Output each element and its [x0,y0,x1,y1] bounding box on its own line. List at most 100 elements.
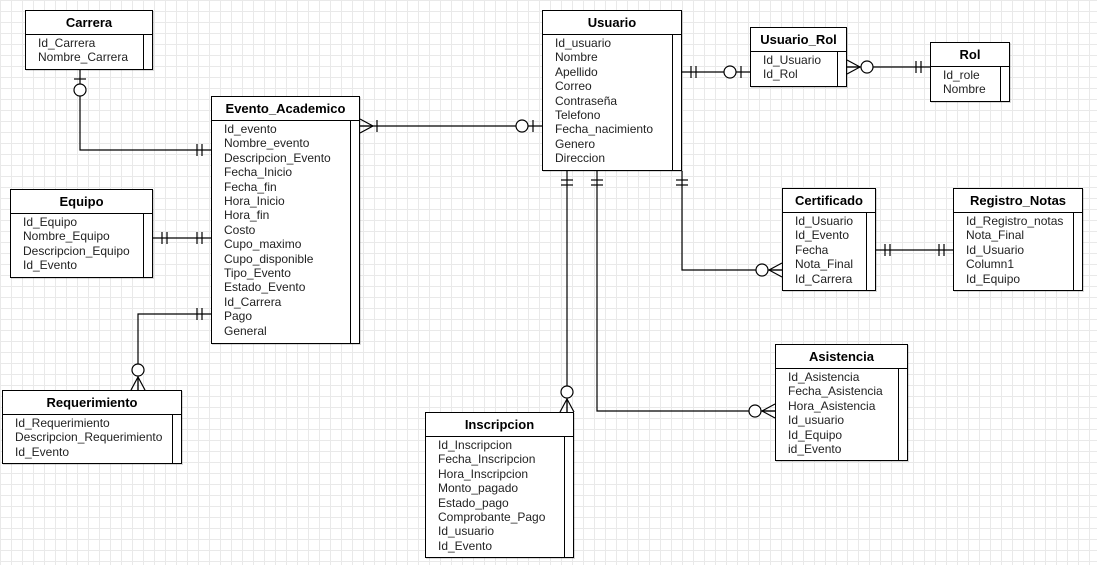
cardinality-circle [73,83,87,97]
relationship-usuario-rol-rol [846,59,930,75]
entity-field: Fecha_nacimiento [555,122,654,137]
entity-field: Id_Inscripcion [438,438,513,452]
entity-field: Direccion [555,151,606,166]
entity-field: Id_Asistencia [788,370,860,384]
entity-field: Id_Carrera [38,36,96,50]
crow-foot-prong [768,269,783,278]
entity-title: Carrera [26,11,152,35]
entity-field: Id_Evento [23,258,78,273]
entity-field: Nota_Final [966,228,1025,243]
entity-field: Nombre_Carrera [38,50,129,65]
crow-foot-prong [137,376,146,391]
entity-field: Tipo_Evento [224,266,291,281]
relationship-usuario-inscripcion [559,171,575,413]
entity-field: Id_Usuario [966,242,1025,257]
entity-field: Apellido [555,64,598,79]
entity-field: Genero [555,136,596,151]
entity-title: Requerimiento [3,391,181,415]
entity-title: Usuario_Rol [751,28,846,52]
relationship-line [681,171,782,271]
entity-field: Fecha_Asistencia [788,384,883,399]
entity-field: Id_Equipo [23,215,78,229]
entity-field: Id_evento [224,122,277,136]
entity-title: Equipo [11,190,152,214]
entity-field: Comprobante_Pago [438,510,546,525]
cardinality-circle [131,363,145,377]
entity-field: Nota_Final [795,257,854,272]
cardinality-circle [748,404,762,418]
relationship-line [137,313,211,390]
entity-title: Usuario [543,11,681,35]
entity-field: Hora_fin [224,208,270,223]
entity-field: Id_Registro_notas [966,214,1064,228]
entity-field: Id_usuario [438,524,495,539]
relationship-carrera-evento [73,70,211,156]
crow-foot-prong [566,398,575,413]
entity-field: Nombre_Equipo [23,229,110,244]
entity-field: Id_Evento [15,444,70,459]
entity-field: Id_Carrera [224,294,282,309]
entity-field: Fecha_fin [224,179,277,194]
entity-field: Id_Requerimiento [15,416,110,430]
entity-field: Id_Usuario [763,53,822,67]
entity-field: Nombre [555,50,598,65]
entity-field: Telefono [555,108,601,123]
crow-foot-prong [846,66,861,75]
entity-field: id_Evento [788,442,842,457]
entity-field: Descripcion_Evento [224,150,331,165]
crow-foot-prong [359,125,374,134]
relationship-line [79,70,211,151]
entity-field: Id_Equipo [788,427,843,442]
crow-foot-prong [761,410,776,419]
entity-field: Descripcion_Requerimiento [15,430,163,445]
entity-field: Pago [224,309,253,324]
entity-field: Id_role [943,68,980,82]
entity-field: Id_usuario [788,413,845,428]
entity-field: Hora_Inscripcion [438,466,529,481]
entity-field: Cupo_disponible [224,251,314,266]
relationship-certificado-registro-notas [876,244,953,256]
crow-foot-prong [768,262,783,271]
relationship-equipo-evento [153,232,211,244]
entity-title: Certificado [783,189,875,213]
entity-field: Fecha [795,242,829,257]
entity-field: Cupo_maximo [224,237,302,252]
entity-field: Monto_pagado [438,481,519,496]
entity-field: Fecha_Inscripcion [438,452,536,467]
entity-field: Nombre [943,82,986,97]
entity-field: Correo [555,79,592,94]
relationship-evento-usuario [359,118,542,134]
cardinality-circle [723,65,737,79]
entity-field: Id_Evento [438,538,493,553]
entity-title: Evento_Academico [212,97,359,121]
crow-foot-prong [559,398,568,413]
entity-field: Estado_Evento [224,280,306,295]
